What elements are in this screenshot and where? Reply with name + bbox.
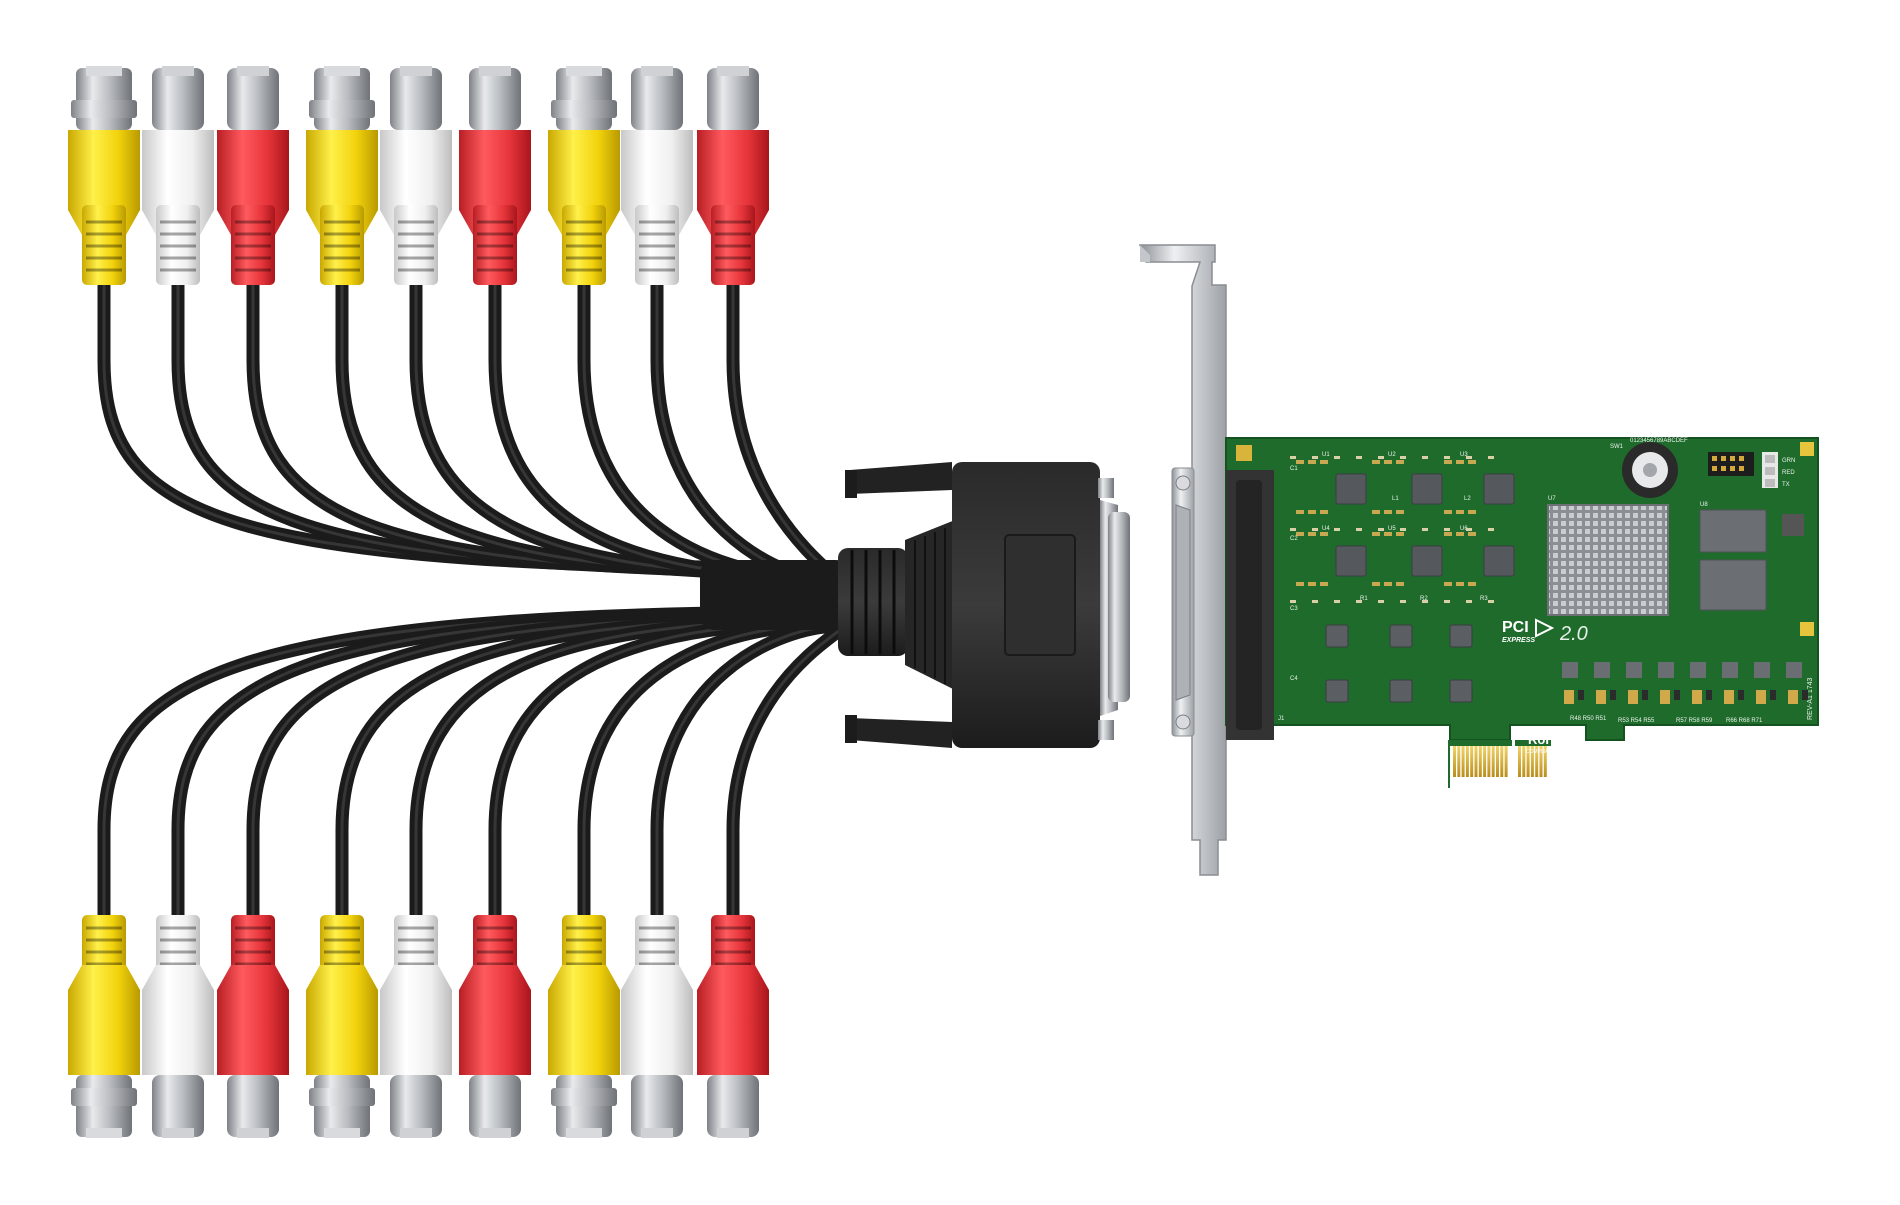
top-bnc-connector-yellow-1: [68, 66, 140, 285]
revision-label: REV-A1 1743: [1807, 677, 1814, 720]
rotary-switch: 0123456789ABCDEF SW1: [1610, 438, 1688, 498]
top-connector-row: [68, 66, 769, 285]
silk-l2: L2: [1464, 496, 1471, 502]
cable-top-8: [650, 263, 847, 589]
silk-u5: U5: [1388, 526, 1396, 532]
bottom-bnc-connector-yellow-7: [548, 915, 620, 1138]
silk-u4: U4: [1322, 526, 1330, 532]
rohs-text: RoHS: [1528, 732, 1564, 747]
pci-express-logo: PCI EXPRESS 2.0: [1502, 618, 1588, 645]
rohs-mark: RoHS COMPLIANT: [1526, 732, 1564, 755]
rotary-switch-label: SW1: [1610, 444, 1624, 450]
silk-r2: R2: [1420, 596, 1428, 602]
rotary-digits-label: 0123456789ABCDEF: [1630, 438, 1688, 444]
bottom-rca-connector-red-6: [459, 915, 531, 1138]
bottom-rca-connector-white-5: [380, 915, 452, 1138]
silk-c1: C1: [1290, 466, 1298, 472]
silk-u8: U8: [1700, 502, 1708, 508]
top-rca-connector-red-6: [459, 66, 531, 285]
controller-chip-1: [1699, 509, 1767, 553]
top-rca-connector-red-9: [697, 66, 769, 285]
bottom-bnc-connector-yellow-4: [306, 915, 378, 1138]
top-rca-connector-white-8: [621, 66, 693, 285]
pin-header: [1708, 452, 1754, 476]
silk-cells-d: R66 R68 R71: [1726, 718, 1763, 724]
rohs-compliant-text: COMPLIANT: [1526, 749, 1555, 755]
pci-version-text: 2.0: [1559, 623, 1588, 645]
silk-u6: U6: [1460, 526, 1468, 532]
bottom-rca-connector-white-8: [621, 915, 693, 1138]
top-rca-connector-white-5: [380, 66, 452, 285]
passive-components: [1290, 456, 1808, 704]
led-label-grn: GRN: [1782, 458, 1795, 464]
led-label-red: RED: [1782, 470, 1795, 476]
pci-logo-text: PCI: [1502, 619, 1529, 636]
cable-top-7: [577, 263, 847, 587]
bottom-rca-connector-white-2: [142, 915, 214, 1138]
top-bnc-connector-yellow-7: [548, 66, 620, 285]
silk-c4: C4: [1290, 676, 1298, 682]
silk-cells-b: R53 R54 R55: [1618, 718, 1655, 724]
silk-r3: R3: [1480, 596, 1488, 602]
heatsink: [1547, 504, 1669, 616]
silk-u1: U1: [1322, 452, 1330, 458]
small-chip: [1782, 514, 1804, 536]
db-connector-hood: [838, 462, 1130, 748]
bottom-bnc-connector-yellow-1: [68, 915, 140, 1138]
bottom-connector-row: [68, 915, 769, 1138]
status-leds: GRN RED TX: [1762, 452, 1795, 488]
mounting-bracket: [1138, 244, 1227, 876]
top-bnc-connector-yellow-4: [306, 66, 378, 285]
pci-express-text: EXPRESS: [1502, 637, 1535, 644]
top-rca-connector-red-3: [217, 66, 289, 285]
silk-u3: U3: [1460, 452, 1468, 458]
led-label-tx: TX: [1782, 482, 1790, 488]
cable-bottom-5: [409, 613, 847, 937]
silk-u7: U7: [1548, 496, 1556, 502]
silk-cells-a: R48 R50 R51: [1570, 716, 1607, 722]
pcie-gold-fingers: [1448, 740, 1551, 788]
cable-bottom-9: [726, 621, 848, 937]
cable-bottom-8: [650, 619, 847, 937]
silk-c3: C3: [1290, 606, 1298, 612]
pcie-capture-card: 0123456789ABCDEF SW1 GRN RED TX: [1138, 244, 1819, 876]
cable-top-9: [726, 263, 848, 591]
top-rca-connector-white-2: [142, 66, 214, 285]
silk-c2: C2: [1290, 536, 1298, 542]
silk-j1: J1: [1278, 716, 1285, 722]
bottom-rca-connector-red-9: [697, 915, 769, 1138]
controller-chip-2: [1699, 559, 1767, 611]
silk-l1: L1: [1392, 496, 1399, 502]
silk-r1: R1: [1360, 596, 1368, 602]
breakout-cables: [97, 263, 850, 937]
bottom-rca-connector-red-3: [217, 915, 289, 1138]
ic-array: [1296, 460, 1515, 703]
silk-cells-c: R57 R58 R59: [1676, 718, 1713, 724]
cable-top-5: [409, 263, 847, 583]
silk-u2: U2: [1388, 452, 1396, 458]
